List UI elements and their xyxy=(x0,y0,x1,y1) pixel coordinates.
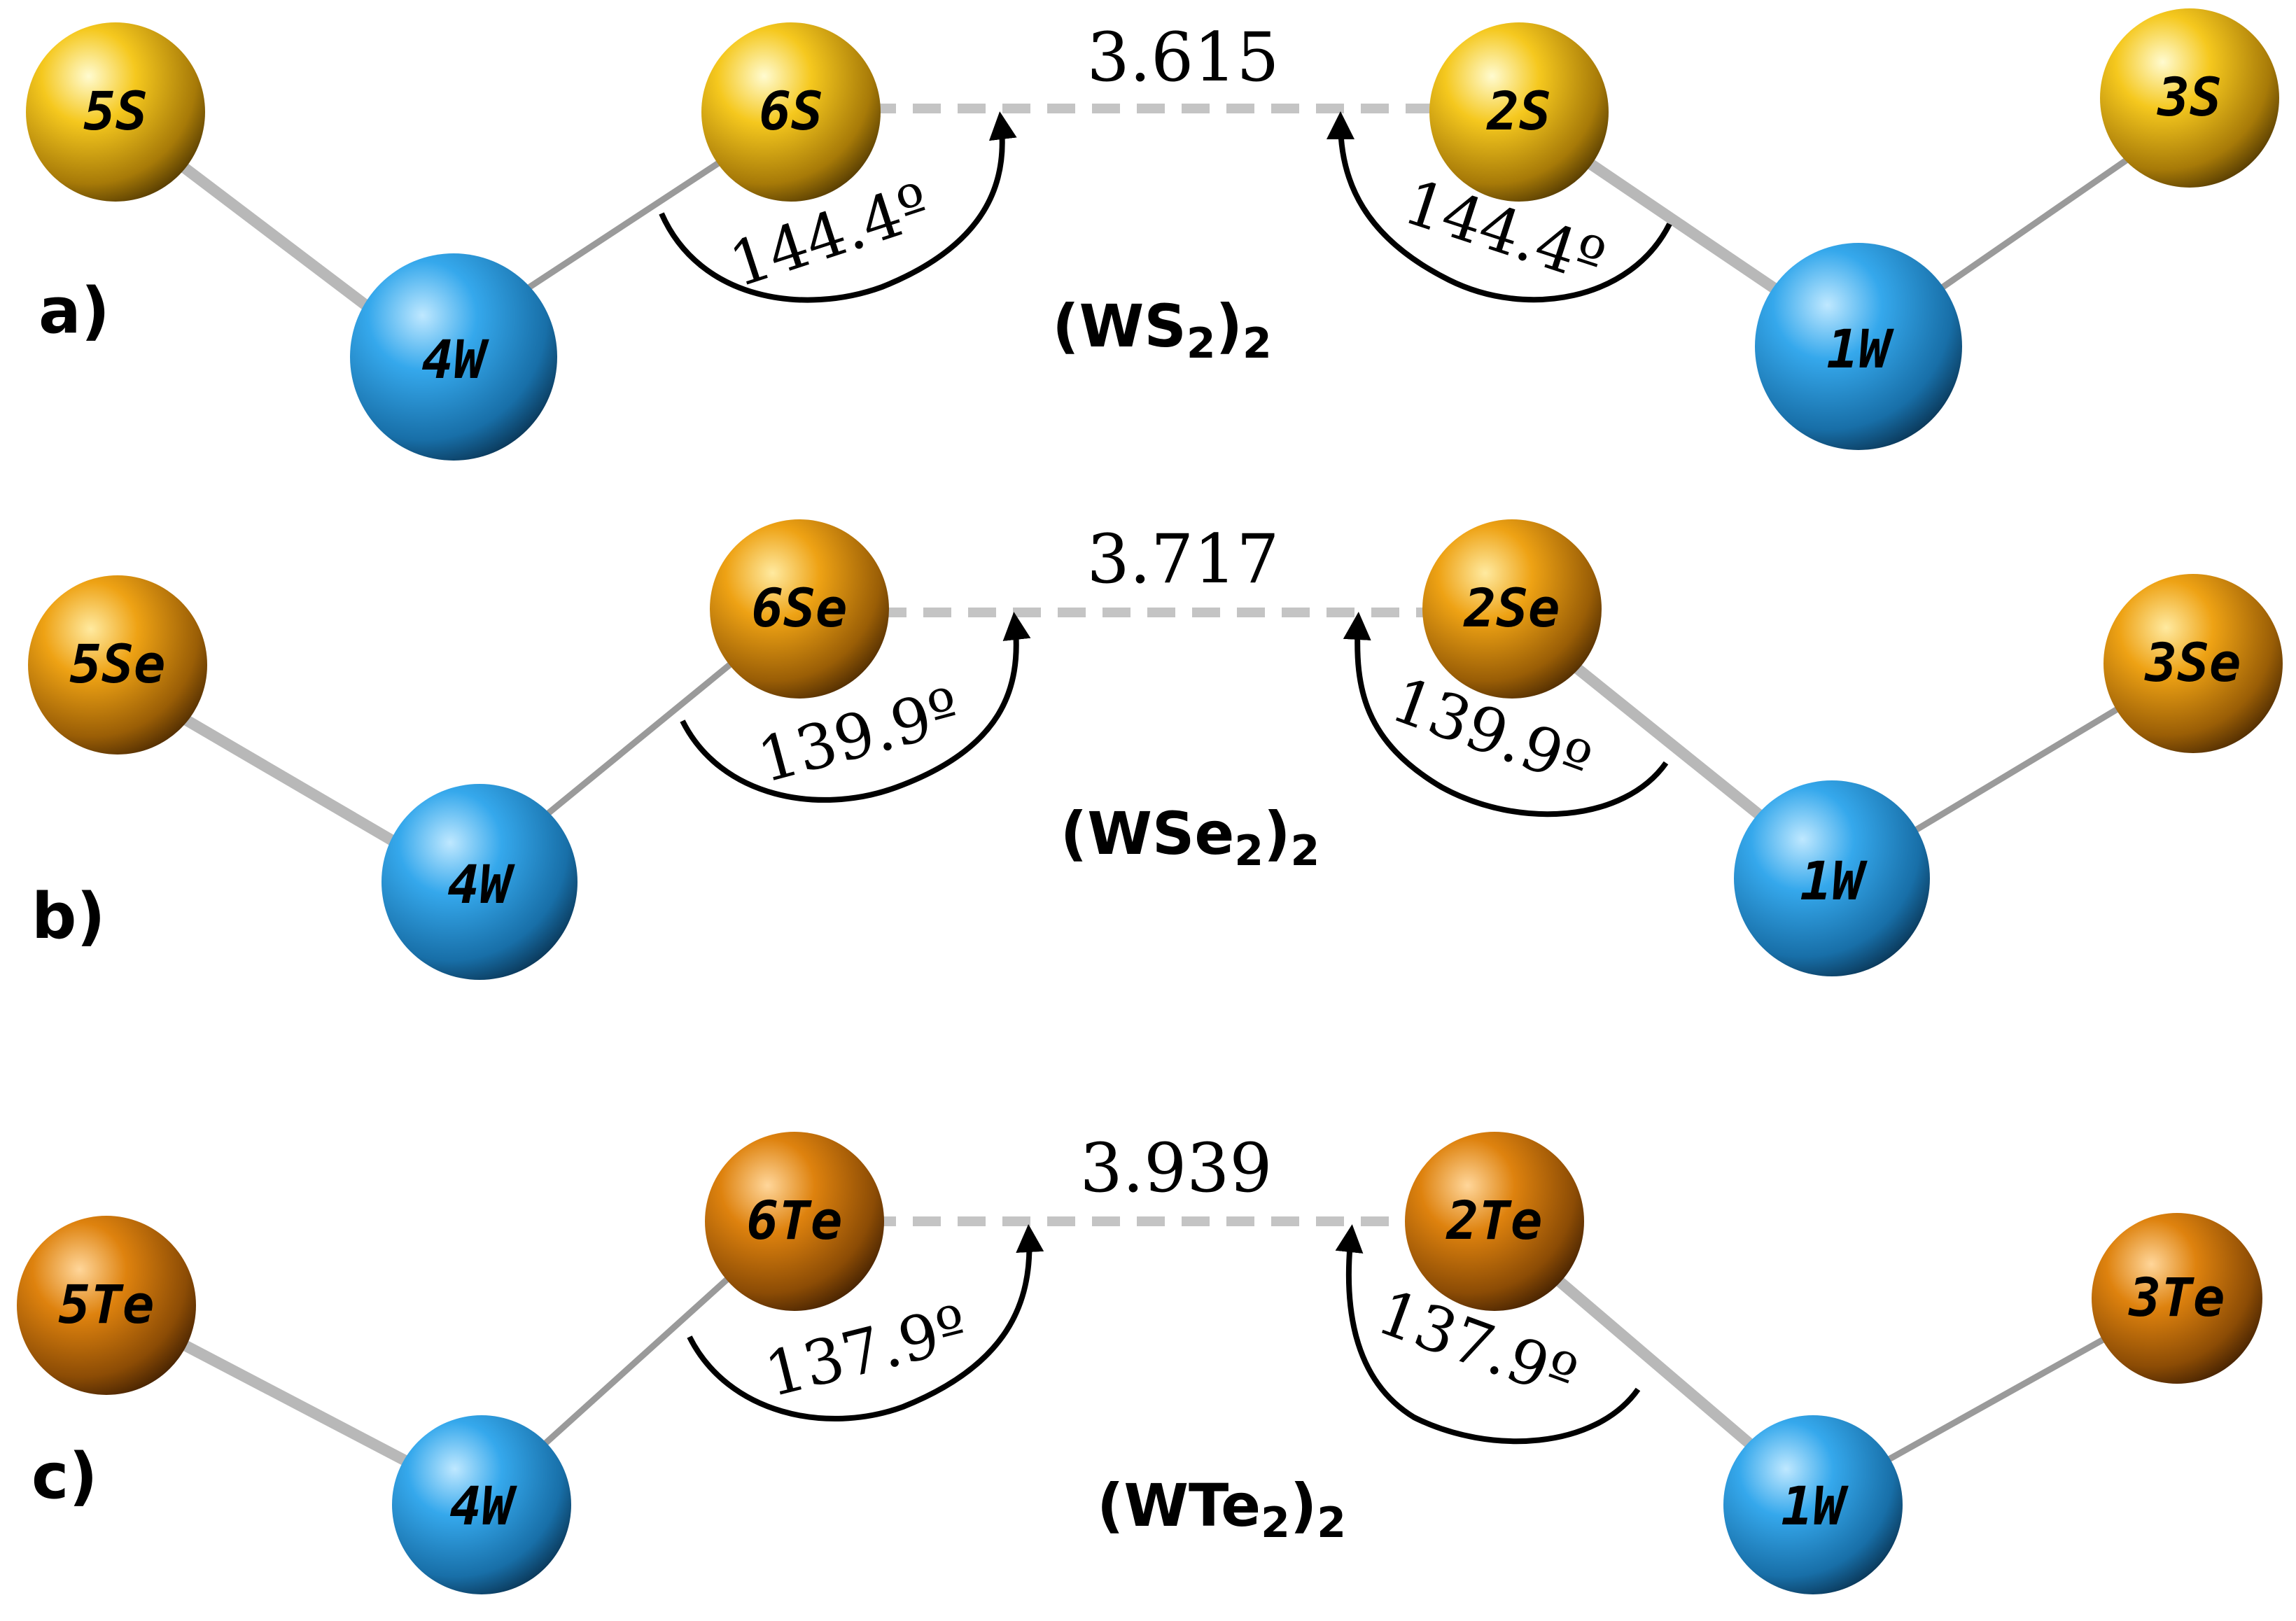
atom-3-sphere xyxy=(2104,574,2283,753)
atom-1-sphere xyxy=(1734,780,1930,976)
atom-6-sphere xyxy=(710,519,889,699)
atom-1-label: 1W xyxy=(1800,850,1868,912)
atom-2-sphere xyxy=(1405,1132,1584,1311)
atom-6-label: 6Te xyxy=(746,1189,842,1251)
atom-4-sphere xyxy=(382,784,578,980)
atom-3-sphere xyxy=(2092,1213,2262,1384)
atom-6-label: 6Se xyxy=(751,577,847,639)
distance-label: 3.717 xyxy=(1087,520,1280,598)
atom-5-sphere xyxy=(26,22,205,202)
atom-4-sphere xyxy=(350,253,557,461)
atom-2-label: 2S xyxy=(1485,80,1551,142)
atom-5-label: 5Se xyxy=(69,633,165,695)
atom-4-sphere xyxy=(392,1415,571,1594)
panel-label: a) xyxy=(38,274,110,348)
angle-arc-left xyxy=(687,1224,1044,1422)
atom-1-label: 1W xyxy=(1826,318,1894,380)
atom-2-label: 2Se xyxy=(1462,577,1560,639)
atom-1-label: 1W xyxy=(1781,1475,1849,1537)
atom-1-sphere xyxy=(1755,243,1962,450)
panel-a: 5S 6S 4W 2S 3S 1W 3.615 144.4º 144.4º (W… xyxy=(26,8,2279,461)
formula-label: (WS2)2 xyxy=(1052,292,1271,368)
atom-6-sphere xyxy=(705,1132,884,1311)
panel-c: 5Te 6Te 4W 2Te 3Te 1W 3.939 137.9º 137.9… xyxy=(17,1129,2262,1594)
atom-3-label: 3Se xyxy=(2143,631,2241,694)
atom-5-label: 5Te xyxy=(58,1273,154,1335)
atom-4-label: 4W xyxy=(447,853,515,915)
atom-2-sphere xyxy=(1429,22,1609,202)
atom-1-sphere xyxy=(1723,1415,1903,1594)
atom-3-label: 3Te xyxy=(2127,1266,2225,1328)
atom-5-sphere xyxy=(17,1216,196,1395)
angle-arc-left xyxy=(659,111,1017,303)
angle-arc-left xyxy=(680,612,1031,803)
angle-arc-right xyxy=(1343,612,1669,817)
atom-2-label: 2Te xyxy=(1445,1189,1542,1251)
atom-6-label: 6S xyxy=(759,80,823,142)
formula-label: (WSe2)2 xyxy=(1060,799,1320,876)
distance-label: 3.939 xyxy=(1080,1129,1273,1207)
atom-6-sphere xyxy=(701,22,881,202)
angle-arc-right xyxy=(1326,111,1672,303)
panel-label: b) xyxy=(31,880,106,953)
atom-4-label: 4W xyxy=(421,328,489,391)
atom-3-sphere xyxy=(2100,8,2279,188)
atom-5-sphere xyxy=(28,575,207,755)
atom-4-label: 4W xyxy=(449,1475,517,1537)
atom-5-label: 5S xyxy=(83,80,148,142)
formula-label: (WTe2)2 xyxy=(1097,1471,1346,1548)
atom-2-sphere xyxy=(1422,519,1602,699)
atom-3-label: 3S xyxy=(2156,66,2222,128)
panel-label: c) xyxy=(31,1440,97,1513)
distance-label: 3.615 xyxy=(1087,18,1280,97)
panel-b: 5Se 6Se 4W 2Se 3Se 1W 3.717 139.9º 139.9… xyxy=(28,519,2283,980)
angle-arc-right xyxy=(1335,1224,1641,1445)
